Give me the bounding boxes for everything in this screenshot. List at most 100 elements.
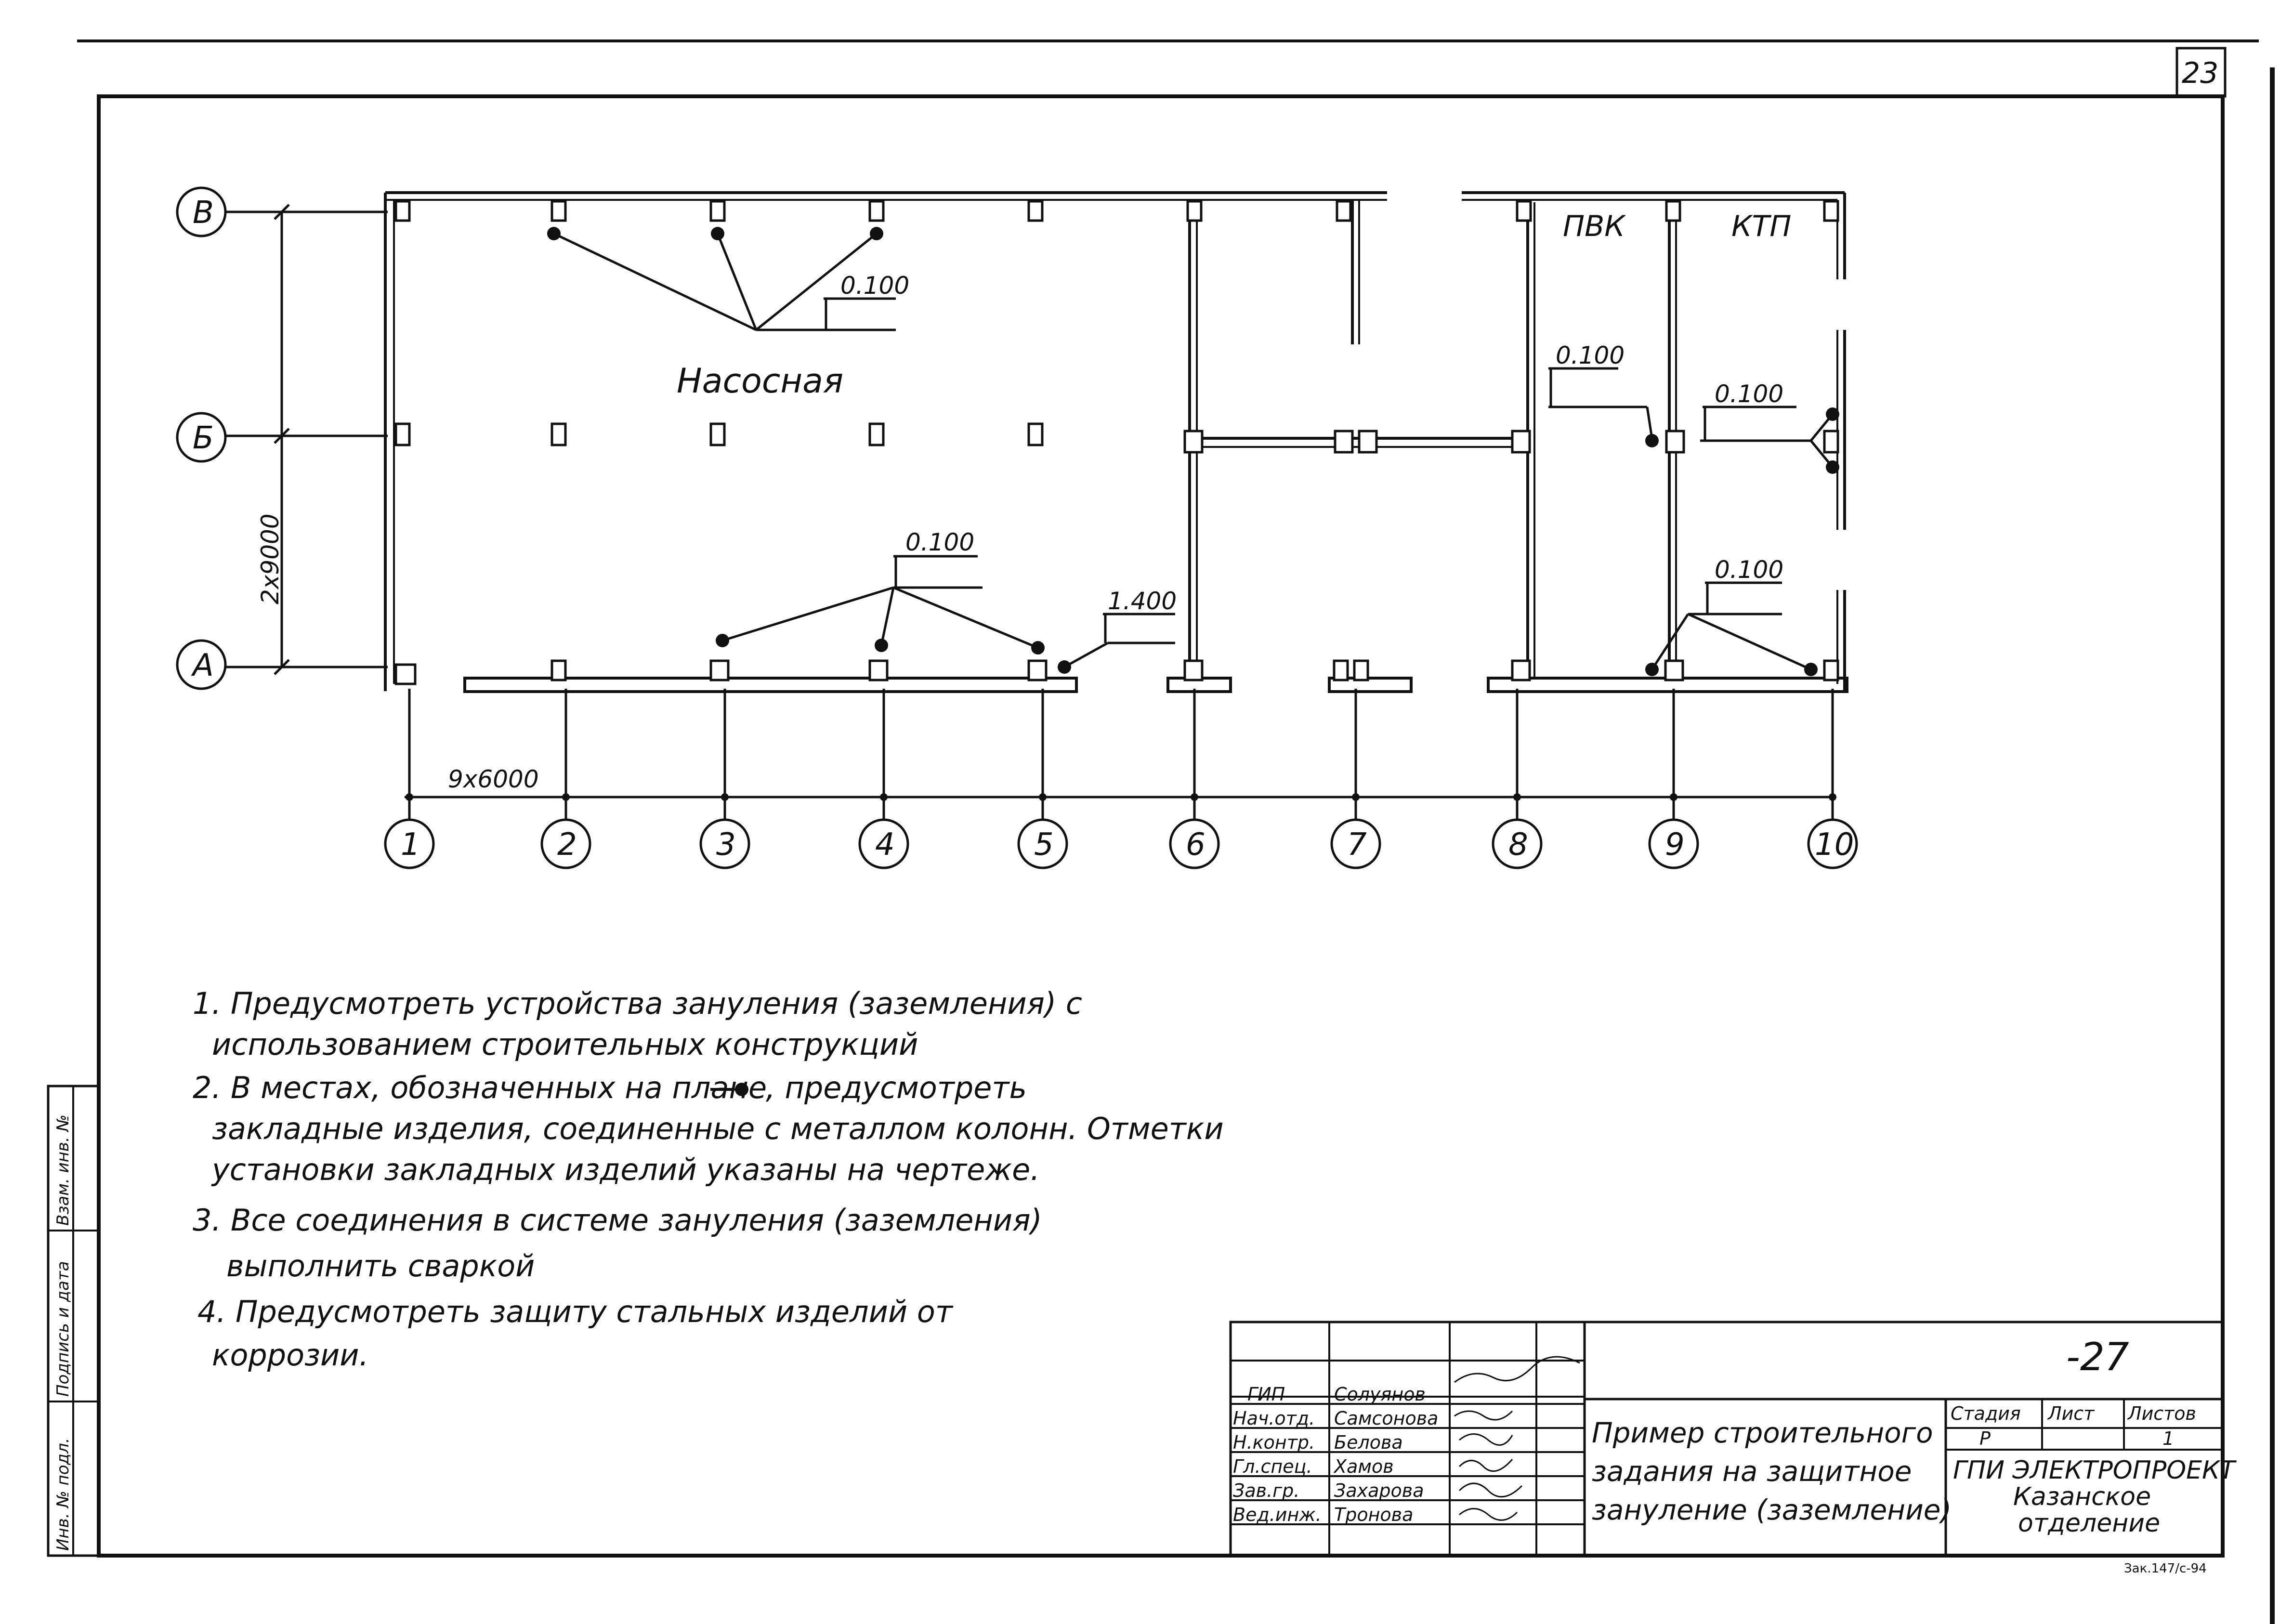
column-marker <box>1336 200 1352 222</box>
stage-value: Р <box>1979 1428 1991 1449</box>
column-axis-bubble <box>1648 818 1699 869</box>
note-line: 3. Все соединения в системе зануления (з… <box>193 1203 1042 1238</box>
level-label: 1.400 <box>1108 587 1177 615</box>
room-name-pump: Насосная <box>677 361 843 401</box>
title-name: Солуянов <box>1334 1384 1426 1405</box>
column-marker <box>709 422 726 446</box>
note-line: 1. Предусмотреть устройства зануления (з… <box>193 986 1082 1021</box>
row-axis-bubble <box>176 639 227 690</box>
embedded-part <box>1826 407 1839 421</box>
column-axis-bubble <box>540 818 591 869</box>
embedded-part-symbol <box>710 1083 748 1096</box>
title-role: Н.контр. <box>1233 1432 1315 1453</box>
sheets-header: Листов <box>2127 1403 2196 1424</box>
org-line: ГПИ ЭЛЕКТРОПРОЕКТ <box>1953 1456 2237 1485</box>
title-role: Гл.спец. <box>1233 1456 1312 1477</box>
column-marker <box>1027 422 1044 446</box>
title-role: Вед.инж. <box>1233 1504 1322 1525</box>
column-marker <box>1823 659 1839 681</box>
row-axis-label: Б <box>193 420 214 456</box>
column-axis-bubble <box>699 818 750 869</box>
column-axis-bubble <box>1169 818 1220 869</box>
title-role: ГИП <box>1247 1384 1285 1405</box>
column-axis-label: 9 <box>1665 827 1685 863</box>
column-marker <box>1665 430 1685 454</box>
title-name: Тронова <box>1334 1504 1413 1525</box>
column-marker <box>1183 430 1204 454</box>
sheet-number: 23 <box>2182 56 2218 90</box>
column-axis-label: 2 <box>557 827 577 863</box>
sheet-number-box <box>2175 47 2227 98</box>
order-stamp: Зак.147/с-94 <box>2124 1561 2207 1576</box>
column-axis-bubble <box>1330 818 1381 869</box>
side-stamp-replace: Взам. инв. № <box>53 1114 73 1226</box>
column-axis-bubble <box>1017 818 1068 869</box>
note-line: закладные изделия, соединенные с металло… <box>212 1111 1224 1146</box>
room-name-pvk: ПВК <box>1563 210 1626 243</box>
embedded-part <box>1058 660 1071 674</box>
column-axis-label: 5 <box>1034 827 1054 863</box>
floor-plan <box>384 191 1848 693</box>
embedded-part <box>1645 663 1659 676</box>
column-marker <box>1511 430 1531 454</box>
doc-code: -27 <box>2066 1335 2129 1379</box>
column-marker <box>1511 659 1531 681</box>
column-marker <box>1333 659 1349 681</box>
sheet-value: 1 <box>2162 1428 2174 1449</box>
title-name: Захарова <box>1334 1480 1424 1501</box>
column-axis-label: 6 <box>1186 827 1206 863</box>
row-axis-bubble <box>176 412 227 463</box>
column-marker <box>550 422 567 446</box>
column-axis-ticks <box>406 793 1836 801</box>
column-marker <box>1664 659 1684 681</box>
row-axis-label: А <box>191 648 214 683</box>
column-marker <box>1823 200 1839 222</box>
column-marker <box>1183 659 1204 681</box>
column-axis-bubble <box>858 818 909 869</box>
column-marker <box>1027 200 1044 222</box>
column-marker <box>868 422 885 446</box>
column-axis-label: 8 <box>1508 827 1528 863</box>
column-marker <box>394 200 411 222</box>
column-marker <box>1334 430 1354 454</box>
drawing-frame <box>97 94 2225 1558</box>
doc-title-line: задания на защитное <box>1592 1455 1912 1488</box>
note-line: установки закладных изделий указаны на ч… <box>211 1152 1040 1187</box>
title-name: Хамов <box>1333 1456 1394 1477</box>
level-label: 0.100 <box>1715 556 1783 584</box>
side-stamp-inv: Инв. № подл. <box>53 1438 73 1551</box>
column-marker <box>1353 659 1369 681</box>
stage-header: Стадия <box>1951 1403 2021 1424</box>
title-name: Самсонова <box>1334 1408 1438 1429</box>
column-marker <box>709 200 726 222</box>
title-block <box>1229 1321 2224 1557</box>
row-axes <box>176 186 388 690</box>
column-marker <box>1027 659 1048 681</box>
columns <box>394 200 1839 685</box>
embedded-part <box>1804 663 1818 676</box>
level-label: 0.100 <box>840 272 909 300</box>
title-name: Белова <box>1334 1432 1403 1453</box>
title-role: Нач.отд. <box>1233 1408 1315 1429</box>
column-axis-label: 1 <box>401 827 420 863</box>
column-axis-label: 7 <box>1347 827 1367 863</box>
room-name-ktp: КТП <box>1731 210 1791 243</box>
note-line: коррозии. <box>212 1337 368 1373</box>
horizontal-span-dimension: 9x6000 <box>448 765 539 793</box>
note-line: 2. В местах, обозначенных на плане <box>193 1070 767 1105</box>
embedded-part <box>870 227 883 240</box>
level-label: 0.100 <box>1715 380 1783 408</box>
doc-title-line: зануление (заземление) <box>1592 1493 1952 1526</box>
column-axis-label: 4 <box>875 827 895 863</box>
column-axis-bubble <box>384 818 435 869</box>
embedded-part <box>1826 460 1839 474</box>
embedded-part <box>1031 641 1045 655</box>
column-axes <box>384 689 1858 869</box>
doc-title-line: Пример строительного <box>1592 1416 1933 1449</box>
embedded-part <box>716 634 729 647</box>
embedded-part <box>711 227 724 240</box>
column-marker <box>1186 200 1203 222</box>
column-marker <box>868 200 885 222</box>
column-marker <box>1516 200 1532 222</box>
